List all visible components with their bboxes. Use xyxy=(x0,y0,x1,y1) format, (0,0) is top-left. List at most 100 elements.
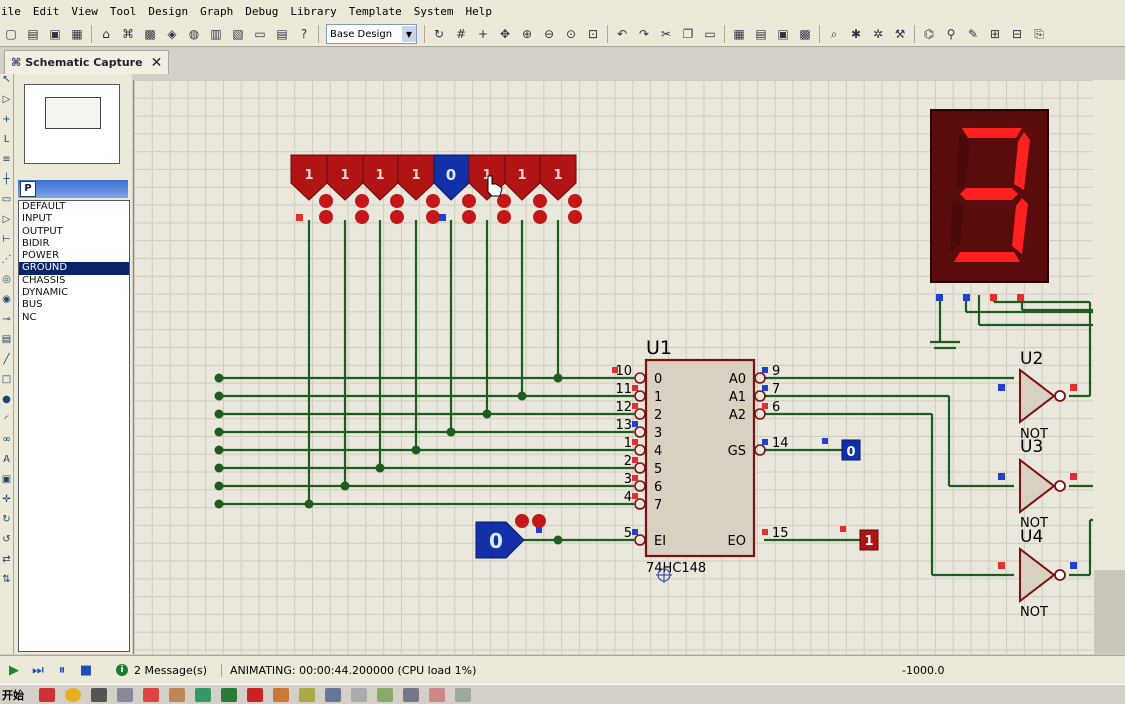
arc-mode-icon[interactable]: ◜ xyxy=(4,414,9,425)
bom-icon[interactable]: ▧ xyxy=(232,27,244,41)
home-icon[interactable]: ⌂ xyxy=(102,27,110,41)
object-selector-list[interactable]: DEFAULT INPUT OUTPUT BIDIR POWER GROUND … xyxy=(18,200,130,652)
menu-graph[interactable]: Graph xyxy=(200,4,234,18)
help-icon[interactable]: ? xyxy=(300,27,308,41)
seven-segment-display[interactable] xyxy=(930,109,1049,301)
probe-mode-icon[interactable]: ⊸ xyxy=(2,314,11,325)
taskbar-app-icon[interactable] xyxy=(351,687,367,702)
list-item[interactable]: NC xyxy=(22,311,37,323)
new-sheet-icon[interactable]: ⊞ xyxy=(989,27,1001,41)
decompose-icon[interactable]: ⚒ xyxy=(894,27,906,41)
schematic-canvas[interactable]: 1 1 1 1 0 1 1 1 xyxy=(133,80,1094,654)
copy-icon[interactable]: ❐ xyxy=(682,27,694,41)
block-move-icon[interactable]: ▤ xyxy=(755,27,767,41)
3d-view-icon[interactable]: ◈ xyxy=(167,27,177,41)
zoom-all-icon[interactable]: ⊙ xyxy=(565,27,577,41)
pan-icon[interactable]: ✥ xyxy=(499,27,511,41)
mirror-x-icon[interactable]: ⇄ xyxy=(2,554,11,565)
block-delete-icon[interactable]: ▩ xyxy=(799,27,811,41)
list-item[interactable]: BIDIR xyxy=(22,237,50,249)
vertical-scrollbar[interactable] xyxy=(1093,80,1125,654)
redo-icon[interactable]: ↷ xyxy=(638,27,650,41)
logicstate-4[interactable]: 0 xyxy=(433,154,470,201)
rotate-ccw-icon[interactable]: ↺ xyxy=(2,534,11,545)
taskbar-app-icon[interactable] xyxy=(325,687,341,702)
gate-u3[interactable]: U3 NOT xyxy=(998,437,1077,531)
pause-icon[interactable]: ⏸ xyxy=(58,662,66,678)
taskbar-app-icon[interactable] xyxy=(429,687,445,702)
taskbar-app-icon[interactable] xyxy=(117,687,133,702)
overview-window[interactable] xyxy=(24,84,120,164)
junction-mode-icon[interactable]: + xyxy=(2,114,11,125)
menu-library[interactable]: Library xyxy=(290,4,337,18)
taskbar-app-icon[interactable] xyxy=(299,687,315,702)
packaging-icon[interactable]: ✲ xyxy=(872,27,884,41)
instrument-mode-icon[interactable]: ▤ xyxy=(1,334,12,345)
block-rotate-icon[interactable]: ▣ xyxy=(777,27,789,41)
list-item[interactable]: CHASSIS xyxy=(22,274,66,286)
zoom-area-icon[interactable]: ⊡ xyxy=(587,27,599,41)
taskbar-app-icon[interactable] xyxy=(195,687,211,702)
ei-logicstate[interactable]: 0 xyxy=(475,514,546,559)
bus-mode-icon[interactable]: ┼ xyxy=(3,174,10,185)
chrome-icon[interactable] xyxy=(65,687,81,702)
pin-mode-icon[interactable]: ⊢ xyxy=(2,234,11,245)
wire-autorouter-icon[interactable]: ⌬ xyxy=(923,27,935,41)
play-icon[interactable]: ▶ xyxy=(9,662,19,678)
logicstate-array[interactable]: 1 1 1 1 0 1 1 1 xyxy=(290,154,577,201)
cut-icon[interactable]: ✂ xyxy=(660,27,672,41)
list-item[interactable]: OUTPUT xyxy=(22,225,63,237)
label-mode-icon[interactable]: L xyxy=(3,134,10,145)
zoom-out-icon[interactable]: ⊖ xyxy=(543,27,555,41)
menu-design[interactable]: Design xyxy=(148,4,189,18)
select-mode-icon[interactable]: ↖ xyxy=(2,74,11,85)
menu-view[interactable]: View xyxy=(71,4,98,18)
logicstate-6[interactable]: 1 xyxy=(504,154,541,201)
design-variant-select[interactable]: Base Design ▼ xyxy=(326,24,417,44)
pdf-icon[interactable] xyxy=(247,687,263,702)
open-folder-icon[interactable]: ▤ xyxy=(27,27,39,41)
property-tool-icon[interactable]: ✎ xyxy=(967,27,979,41)
schematic-icon[interactable]: ⌘ xyxy=(122,27,134,41)
taskbar-app-icon[interactable] xyxy=(91,687,107,702)
component-mode-icon[interactable]: ▷ xyxy=(2,94,11,105)
terminal-mode-icon[interactable]: ▷ xyxy=(2,214,11,225)
eo-logicprobe[interactable]: 1 xyxy=(840,526,879,551)
circle-mode-icon[interactable]: ● xyxy=(2,394,11,405)
stop-icon[interactable]: ■ xyxy=(79,662,93,678)
list-item[interactable]: DYNAMIC xyxy=(22,287,69,299)
origin-icon[interactable]: + xyxy=(477,27,489,41)
pick-button[interactable]: P xyxy=(20,181,36,197)
symbol-mode-icon[interactable]: ▣ xyxy=(1,474,12,485)
paste-icon[interactable]: ▭ xyxy=(704,27,716,41)
logicstate-3[interactable]: 1 xyxy=(397,154,435,201)
pick-device-icon[interactable]: ⌕ xyxy=(830,26,838,41)
block-copy-icon[interactable]: ▦ xyxy=(733,27,745,41)
list-item[interactable]: INPUT xyxy=(22,213,52,225)
print-icon[interactable]: ▦ xyxy=(71,27,83,41)
logicstate-7[interactable]: 1 xyxy=(539,154,577,201)
rotate-cw-icon[interactable]: ↻ xyxy=(2,514,11,525)
list-item[interactable]: POWER xyxy=(22,250,60,262)
grid-toggle-icon[interactable]: # xyxy=(455,27,467,41)
logicstate-1[interactable]: 1 xyxy=(326,154,364,201)
netlist-icon[interactable]: ⎘ xyxy=(1034,26,1044,41)
notes-icon[interactable]: ▤ xyxy=(276,27,288,41)
refresh-icon[interactable]: ↻ xyxy=(433,27,445,41)
taskbar-app-icon[interactable] xyxy=(403,687,419,702)
step-icon[interactable]: ⏭ xyxy=(32,662,44,678)
menu-template[interactable]: Template xyxy=(348,4,402,18)
remove-sheet-icon[interactable]: ⊟ xyxy=(1011,27,1023,41)
taskbar-app-icon[interactable] xyxy=(273,687,289,702)
undo-icon[interactable]: ↶ xyxy=(616,27,628,41)
taskbar-app-icon[interactable] xyxy=(143,687,159,702)
logicstate-2[interactable]: 1 xyxy=(362,154,399,201)
menu-tool[interactable]: Tool xyxy=(109,4,137,18)
box-mode-icon[interactable]: □ xyxy=(1,374,12,385)
design-explorer-icon[interactable]: ▥ xyxy=(210,27,222,41)
menu-debug[interactable]: Debug xyxy=(245,4,279,18)
gerber-icon[interactable]: ◍ xyxy=(188,27,200,41)
search-tag-icon[interactable]: ⚲ xyxy=(946,27,956,41)
graph-mode-icon[interactable]: ⋰ xyxy=(1,254,12,265)
mirror-y-icon[interactable]: ⇅ xyxy=(2,574,11,585)
